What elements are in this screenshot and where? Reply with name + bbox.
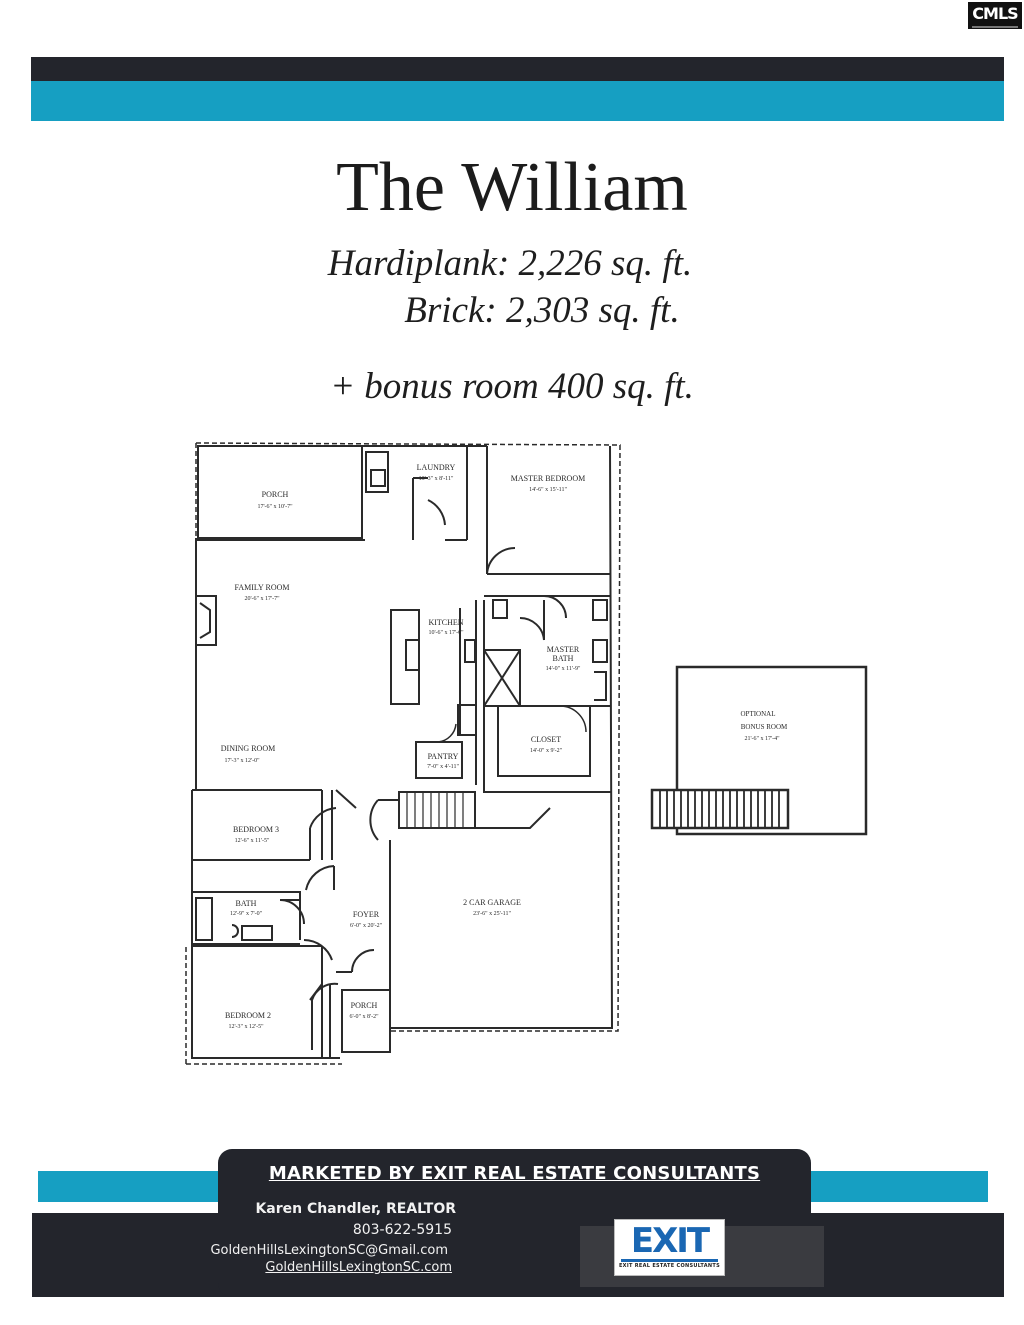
garage-dim: 23'-6" x 25'-11" [473,911,511,917]
master-bath-dim: 14'-0" x 11'-9" [546,666,581,672]
exit-logo-word: EXIT [630,1221,710,1261]
laundry-dim: 13'-3" x 8'-11" [419,476,454,482]
footer-teal-band-right [806,1171,988,1202]
pantry-label: PANTRY [428,752,459,761]
header-teal-band [31,81,1004,121]
family-room-dim: 20'-6" x 17'-7" [244,596,280,602]
laundry-label: LAUNDRY [417,463,456,472]
porch-dim: 17'-6" x 10'-7" [257,504,293,510]
foyer-dim: 6'-0" x 20'-2" [350,923,383,929]
header-dark-band [31,57,1004,81]
footer-teal-band-left [38,1171,223,1202]
kitchen-dim: 10'-6" x 17'-6" [428,630,464,636]
dining-room-dim: 17'-3" x 12'-0" [224,758,260,764]
exit-logo-tagline: EXIT REAL ESTATE CONSULTANTS [618,1263,721,1269]
foyer-label: FOYER [353,910,380,919]
bonus-room-label-1: OPTIONAL [741,710,776,718]
exit-logo-underline [621,1259,718,1262]
bath-label: BATH [236,899,257,908]
hardiplank-sqft: Hardiplank: 2,226 sq. ft. [327,243,693,284]
porch-label: PORCH [262,490,289,499]
agent-email[interactable]: GoldenHillsLexingtonSC@Gmail.com [210,1243,448,1258]
marketed-by-heading: MARKETED BY EXIT REAL ESTATE CONSULTANTS [268,1163,761,1184]
master-bath-label-2: BATH [553,654,574,663]
bonus-room-sqft: + bonus room 400 sq. ft. [330,366,694,407]
closet-dim: 14'-0" x 9'-2" [530,748,563,754]
bedroom-2-label: BEDROOM 2 [225,1011,271,1020]
closet-label: CLOSET [531,735,561,744]
bedroom-3-label: BEDROOM 3 [233,825,279,834]
dining-room-label: DINING ROOM [221,744,275,753]
plan-title: The William [336,149,688,226]
bath-dim: 12'-9" x 7'-0" [230,911,263,917]
front-porch-label: PORCH [351,1001,378,1010]
master-bedroom-label: MASTER BEDROOM [511,474,585,483]
agent-name: Karen Chandler, REALTOR [255,1201,456,1217]
pantry-dim: 7'-0" x 4'-11" [427,764,459,770]
bonus-room-label-2: BONUS ROOM [741,723,788,731]
brick-sqft: Brick: 2,303 sq. ft. [404,290,680,331]
agent-website-link[interactable]: GoldenHillsLexingtonSC.com [265,1260,452,1275]
garage-label: 2 CAR GARAGE [463,898,521,907]
agent-phone[interactable]: 803-622-5915 [352,1222,452,1238]
family-room-label: FAMILY ROOM [235,583,290,592]
kitchen-label: KITCHEN [428,618,463,627]
master-bath-label-1: MASTER [547,645,580,654]
front-porch-dim: 6'-0" x 8'-2" [349,1014,379,1020]
exit-logo: EXIT EXIT REAL ESTATE CONSULTANTS [614,1219,725,1276]
bedroom-2-dim: 12'-3" x 12'-5" [228,1024,264,1030]
cmls-logo: CMLS [968,2,1022,29]
bedroom-3-dim: 12'-6" x 11'-5" [235,838,270,844]
bonus-room-dim: 21'-6" x 17'-4" [744,736,780,742]
master-bedroom-dim: 14'-6" x 15'-11" [529,487,567,493]
